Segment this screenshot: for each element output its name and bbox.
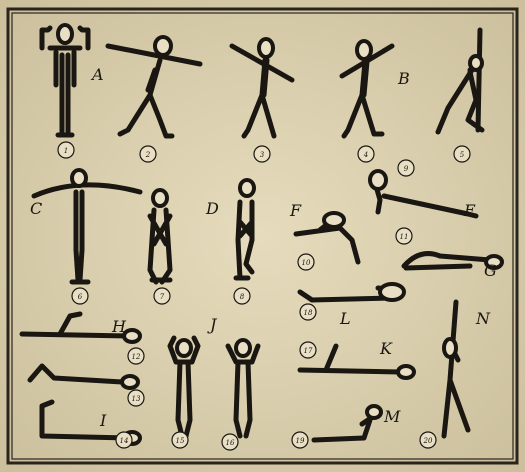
number-badge-11: 11 <box>396 228 412 244</box>
svg-text:8: 8 <box>240 293 245 301</box>
number-badge-14: 14 <box>116 432 132 448</box>
svg-text:19: 19 <box>296 437 305 445</box>
svg-text:20: 20 <box>423 437 433 445</box>
number-badge-1: 1 <box>58 142 74 158</box>
label-C: C <box>30 199 42 218</box>
svg-text:18: 18 <box>304 309 313 317</box>
label-F: F <box>289 201 302 220</box>
number-badge-2: 2 <box>140 146 156 162</box>
number-badge-19: 19 <box>292 432 308 448</box>
svg-text:6: 6 <box>78 293 83 301</box>
number-badge-5: 5 <box>454 146 470 162</box>
svg-text:10: 10 <box>302 259 311 267</box>
number-badge-12: 12 <box>128 348 144 364</box>
svg-text:14: 14 <box>120 437 129 445</box>
label-E: E <box>463 201 476 220</box>
number-badge-20: 20 <box>420 432 436 448</box>
label-L: L <box>339 309 351 328</box>
label-H: H <box>111 317 127 336</box>
number-badge-9: 9 <box>398 160 414 176</box>
label-N: N <box>475 309 491 328</box>
label-I: I <box>99 411 107 430</box>
number-badge-16: 16 <box>222 434 238 450</box>
label-G: G <box>484 261 497 280</box>
label-D: D <box>205 199 219 218</box>
svg-text:13: 13 <box>132 395 141 403</box>
number-badge-18: 18 <box>300 304 316 320</box>
svg-text:1: 1 <box>64 147 68 155</box>
svg-text:12: 12 <box>132 353 141 361</box>
number-badge-4: 4 <box>358 146 374 162</box>
svg-text:2: 2 <box>145 151 151 159</box>
svg-text:17: 17 <box>304 347 313 355</box>
label-K: K <box>379 339 393 358</box>
svg-text:11: 11 <box>400 233 409 241</box>
svg-text:15: 15 <box>176 437 185 445</box>
number-badge-15: 15 <box>172 432 188 448</box>
label-A: A <box>90 65 104 84</box>
number-badge-7: 7 <box>154 288 170 304</box>
label-M: M <box>383 407 401 426</box>
svg-text:5: 5 <box>460 151 465 159</box>
svg-text:7: 7 <box>160 293 165 301</box>
svg-text:4: 4 <box>363 151 368 159</box>
number-badge-17: 17 <box>300 342 316 358</box>
svg-text:9: 9 <box>404 165 409 173</box>
number-badge-3: 3 <box>254 146 270 162</box>
svg-text:3: 3 <box>260 151 265 159</box>
number-badge-13: 13 <box>128 390 144 406</box>
svg-text:16: 16 <box>226 439 235 447</box>
label-B: B <box>397 69 410 88</box>
number-badge-10: 10 <box>298 254 314 270</box>
number-badge-6: 6 <box>72 288 88 304</box>
number-badge-8: 8 <box>234 288 250 304</box>
